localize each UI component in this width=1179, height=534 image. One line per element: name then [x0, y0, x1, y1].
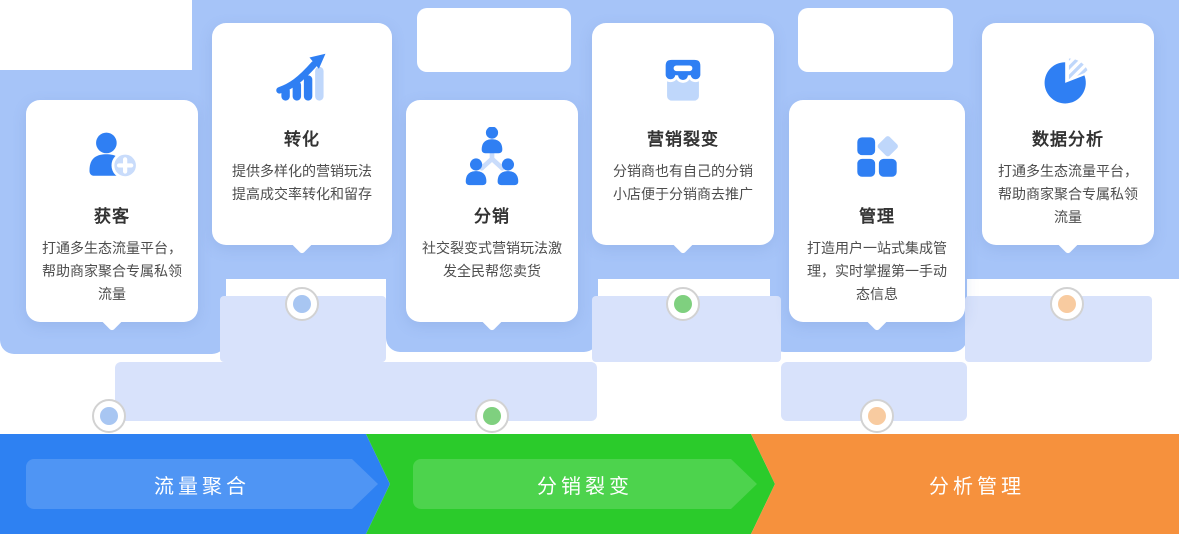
card-title: 管理	[859, 207, 895, 226]
storefront-icon	[653, 49, 713, 111]
connector-dot	[674, 295, 692, 313]
connector-ring	[475, 399, 509, 433]
card-description: 提供多样化的营销玩法提高成交率转化和留存	[232, 163, 372, 202]
stage-label: 分析管理	[929, 475, 1025, 498]
backdrop-white-notch-2	[798, 8, 953, 72]
user-plus-icon	[82, 126, 142, 188]
card-title: 数据分析	[1032, 130, 1104, 149]
connector-dot	[483, 407, 501, 425]
trend-up-icon	[272, 49, 332, 111]
stage-arrow: 分销裂变	[413, 459, 757, 509]
connector-dot	[293, 295, 311, 313]
stage-label: 分销裂变	[537, 475, 633, 498]
card-description: 打造用户一站式集成管理，实时掌握第一手动态信息	[807, 240, 947, 302]
card-title: 转化	[284, 130, 320, 149]
stage-bands: 流量聚合 分销裂变 分析管理	[0, 434, 1179, 534]
card-title: 获客	[94, 207, 130, 226]
connector-dot	[1058, 295, 1076, 313]
people-network-icon	[462, 126, 522, 188]
connector-ring	[860, 399, 894, 433]
card-description: 打通多生态流量平台，帮助商家聚合专属私领流量	[42, 240, 182, 302]
pie-chart-icon	[1038, 49, 1098, 111]
feature-card-convert: 转化 提供多样化的营销玩法提高成交率转化和留存	[212, 23, 392, 255]
feature-card-marketing-fission: 营销裂变 分销商也有自己的分销小店便于分销商去推广	[592, 23, 774, 255]
connector-ring	[92, 399, 126, 433]
stage-arrow: 流量聚合	[26, 459, 378, 509]
grid-squares-icon	[847, 126, 907, 188]
stage-label: 流量聚合	[154, 475, 250, 498]
backdrop-white-notch-1	[417, 8, 571, 72]
card-description: 社交裂变式营销玩法激发全民帮您卖货	[422, 240, 562, 279]
connector-dot	[868, 407, 886, 425]
feature-card-distribute: 分销 社交裂变式营销玩法激发全民帮您卖货	[406, 100, 578, 332]
connector-panel-bottom-1	[115, 362, 597, 421]
connector-ring	[285, 287, 319, 321]
card-title: 营销裂变	[647, 130, 719, 149]
feature-card-acquire: 获客 打通多生态流量平台，帮助商家聚合专属私领流量	[26, 100, 198, 332]
connector-ring	[1050, 287, 1084, 321]
connector-ring	[666, 287, 700, 321]
card-title: 分销	[474, 207, 510, 226]
card-description: 打通多生态流量平台，帮助商家聚合专属私领流量	[998, 163, 1138, 225]
stage-band-analysis: 分析管理	[751, 434, 1179, 534]
feature-card-data-analysis: 数据分析 打通多生态流量平台，帮助商家聚合专属私领流量	[982, 23, 1154, 255]
card-description: 分销商也有自己的分销小店便于分销商去推广	[613, 163, 753, 202]
feature-card-manage: 管理 打造用户一站式集成管理，实时掌握第一手动态信息	[789, 100, 965, 332]
stage-band-traffic: 流量聚合	[0, 434, 390, 534]
connector-dot	[100, 407, 118, 425]
stage-band-fission: 分销裂变	[366, 434, 775, 534]
